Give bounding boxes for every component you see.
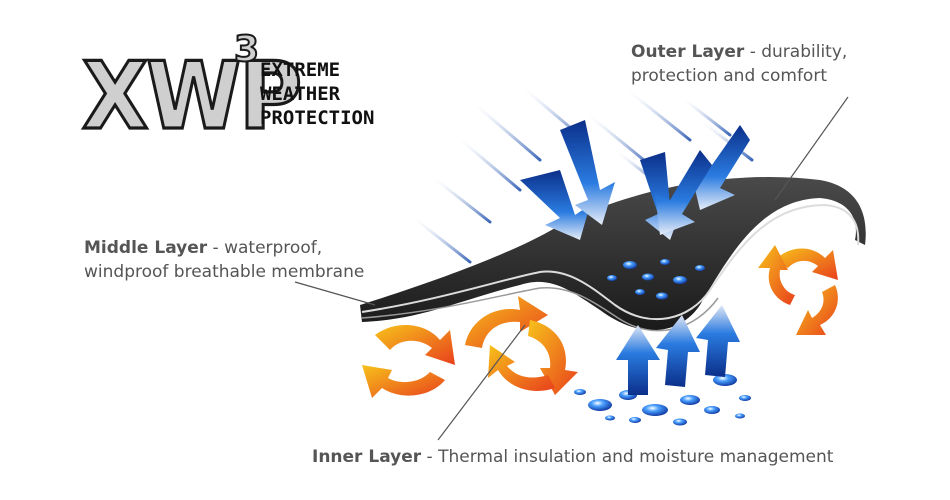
- logo-superscript: 3: [233, 29, 260, 70]
- middle-layer-desc-1: - waterproof,: [207, 238, 323, 258]
- leader-lines: [294, 96, 849, 441]
- logo-line-1: EXTREME: [260, 59, 341, 81]
- heat-arrows: [362, 245, 838, 398]
- xwp3-logo: XWP 3 EXTREME WEATHER PROTECTION: [80, 29, 374, 145]
- middle-layer-desc-2: windproof breathable membrane: [84, 262, 365, 282]
- outer-layer-title: Outer Layer: [631, 42, 745, 62]
- logo-line-3: PROTECTION: [260, 107, 375, 129]
- middle-layer-callout: Middle Layer - waterproof, windproof bre…: [84, 236, 364, 284]
- inner-layer-callout: Inner Layer - Thermal insulation and moi…: [312, 445, 833, 469]
- middle-layer-title: Middle Layer: [84, 238, 208, 258]
- inner-layer-desc-1: - Thermal insulation and moisture manage…: [421, 447, 834, 467]
- blue-arrows-top: [520, 120, 750, 240]
- logo-tagline: EXTREME WEATHER PROTECTION: [260, 58, 374, 130]
- outer-layer-callout: Outer Layer - durability, protection and…: [631, 40, 847, 88]
- vapour-arrows: [616, 305, 740, 395]
- inner-layer-title: Inner Layer: [312, 447, 422, 467]
- logo-line-2: WEATHER: [260, 83, 341, 105]
- outer-layer-desc-2: protection and comfort: [631, 66, 827, 86]
- logo-main-text: XWP: [80, 42, 303, 151]
- outer-layer-desc-1: - durability,: [744, 42, 848, 62]
